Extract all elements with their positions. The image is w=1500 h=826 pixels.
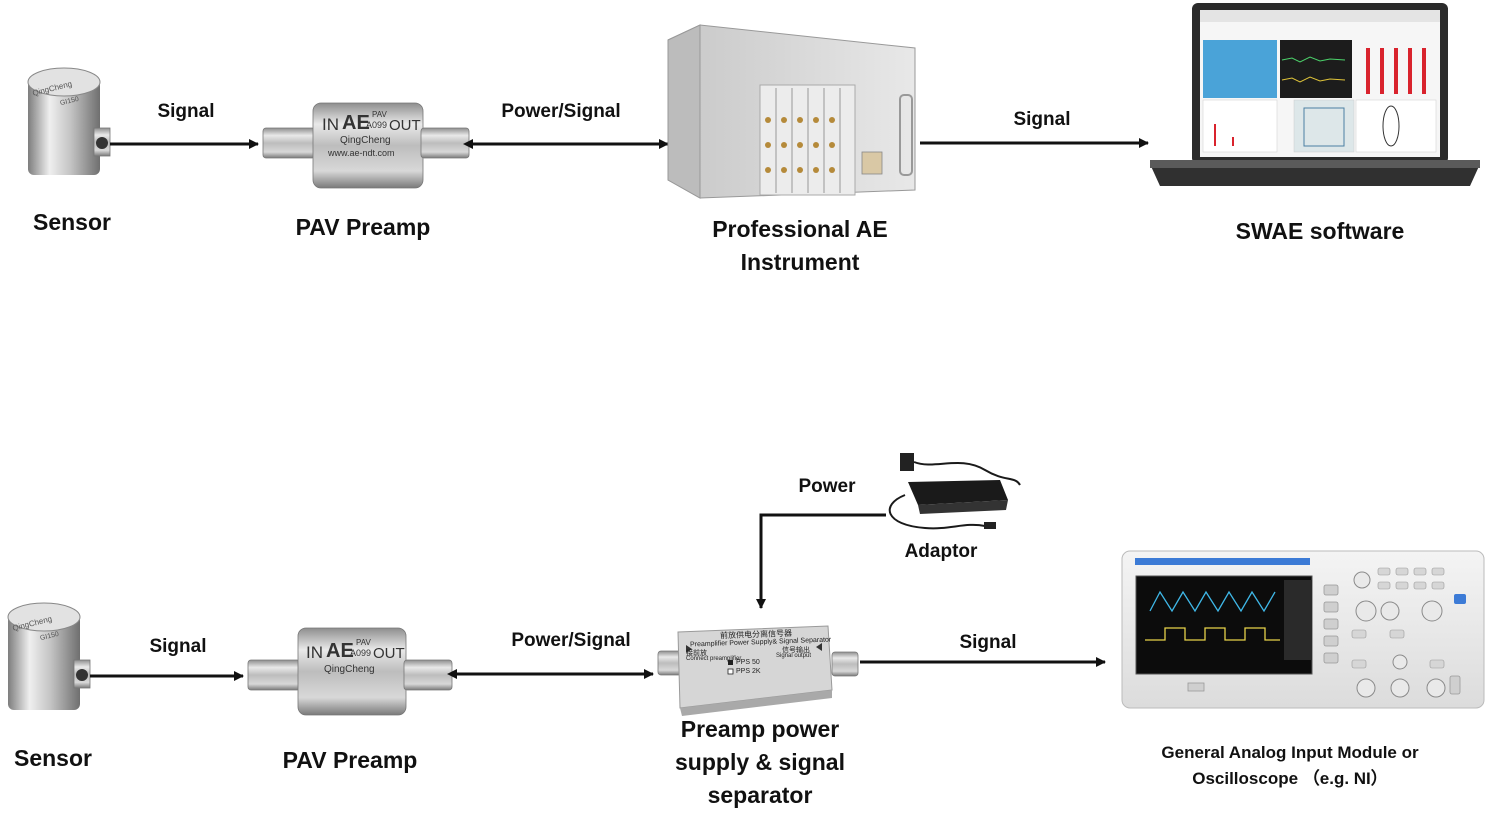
separator-right-en: Signal output — [776, 653, 812, 659]
label-bottom-scope-1: General Analog Input Module or — [1161, 743, 1419, 762]
label-bottom-scope-2: Oscilloscope （e.g. NI） — [1192, 769, 1388, 788]
label-top-signal-2: Signal — [1013, 109, 1071, 130]
preamp-bottom-out: OUT — [373, 645, 405, 662]
sensor-top — [27, 67, 111, 175]
label-bottom-separator-1: Preamp power — [680, 716, 840, 742]
label-bottom-power-signal: Power/Signal — [511, 630, 631, 651]
preamp-bottom-ae: AE — [326, 640, 354, 662]
label-top-instrument-1: Professional AE — [712, 216, 888, 242]
label-top-software: SWAE software — [1235, 218, 1405, 244]
label-bottom-power: Power — [798, 476, 856, 497]
separator-pps50: PPS 50 — [736, 659, 760, 666]
label-top-preamp: PAV Preamp — [295, 214, 431, 240]
preamp-top-brand: QingCheng — [340, 135, 391, 146]
label-bottom-separator-3: separator — [707, 782, 813, 808]
sensor-bottom — [7, 602, 91, 710]
label-bottom-signal-2: Signal — [959, 632, 1017, 653]
label-bottom-adaptor: Adaptor — [904, 541, 978, 562]
label-top-signal-1: Signal — [157, 101, 215, 122]
preamp-top-ae: AE — [342, 112, 370, 134]
ae-instrument-rack — [667, 24, 916, 199]
separator-left-en: Connect preamplifier — [686, 656, 742, 662]
preamp-top-model: A099 — [366, 120, 388, 130]
arrow-bottom-adaptor-separator — [756, 513, 886, 609]
signal-separator — [657, 625, 859, 716]
label-top-instrument-2: Instrument — [740, 249, 860, 275]
laptop-swae — [1150, 3, 1480, 186]
preamp-top — [262, 102, 470, 189]
preamp-top-in: IN — [322, 115, 339, 134]
label-bottom-separator-2: supply & signal — [675, 749, 845, 775]
preamp-bottom-model: A099 — [350, 648, 372, 658]
separator-pps2k: PPS 2K — [736, 668, 761, 675]
separator-left-cn: 接前放 — [686, 650, 707, 657]
separator-right-cn: 信号输出 — [782, 647, 810, 654]
preamp-top-pav: PAV — [372, 110, 387, 119]
preamp-top-web: www.ae-ndt.com — [328, 148, 395, 158]
label-bottom-signal-1: Signal — [149, 636, 207, 657]
preamp-bottom — [247, 627, 453, 716]
preamp-bottom-pav: PAV — [356, 638, 371, 647]
oscilloscope — [1121, 550, 1485, 709]
preamp-bottom-brand: QingCheng — [324, 664, 375, 675]
label-top-sensor: Sensor — [33, 209, 111, 235]
label-bottom-sensor: Sensor — [14, 745, 92, 771]
preamp-top-out: OUT — [389, 117, 421, 134]
power-adaptor — [888, 453, 1021, 530]
label-bottom-preamp: PAV Preamp — [282, 747, 418, 773]
preamp-bottom-in: IN — [306, 643, 323, 662]
label-top-power-signal: Power/Signal — [501, 101, 621, 122]
